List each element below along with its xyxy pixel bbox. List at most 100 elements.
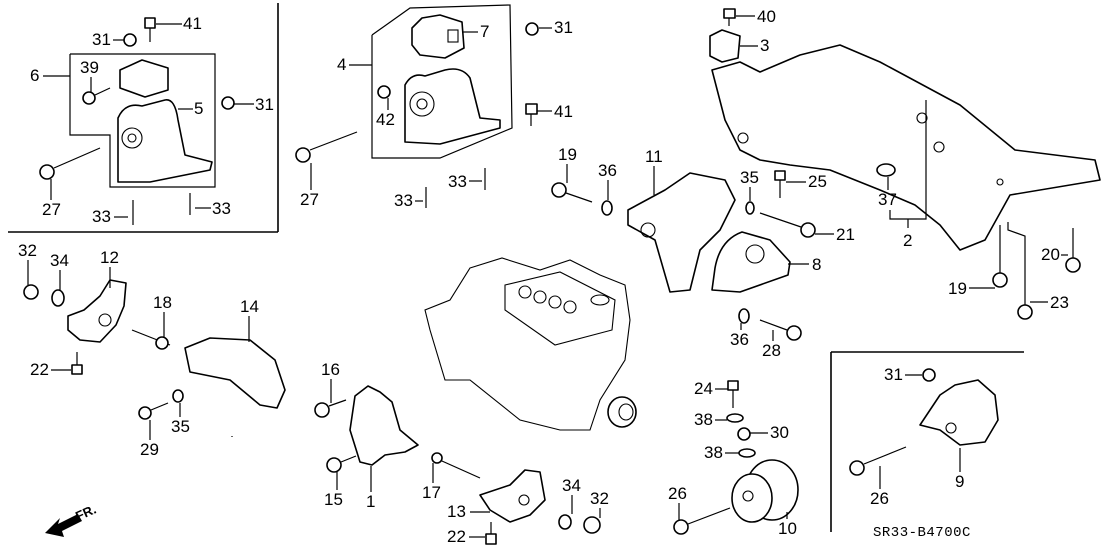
callout-13[interactable]: 13: [447, 502, 466, 521]
callout-22[interactable]: 22: [30, 360, 49, 379]
callout-35[interactable]: 35: [740, 168, 759, 187]
callout-27[interactable]: 27: [300, 190, 319, 209]
callout-23[interactable]: 23: [1050, 293, 1069, 312]
part-11-bracket[interactable]: [627, 172, 736, 293]
part-2-subframe[interactable]: [711, 44, 1101, 251]
washer-icon: [726, 413, 744, 423]
part-8-mount[interactable]: [711, 231, 791, 293]
callout-31[interactable]: 31: [255, 95, 274, 114]
bolt-icon: [800, 222, 816, 238]
callout-14[interactable]: 14: [240, 297, 259, 316]
callout-31[interactable]: 31: [884, 365, 903, 384]
callout-30[interactable]: 30: [770, 423, 789, 442]
callout-29[interactable]: 29: [140, 440, 159, 459]
callout-27[interactable]: 27: [42, 200, 61, 219]
callout-5[interactable]: 5: [194, 99, 203, 118]
callout-25[interactable]: 25: [808, 172, 827, 191]
part-12-bracket[interactable]: [67, 279, 127, 343]
bolt-icon: [786, 325, 802, 341]
callout-24[interactable]: 24: [694, 379, 713, 398]
inset-frame-bottom-right: [830, 351, 1024, 532]
callout-15[interactable]: 15: [324, 490, 343, 509]
callout-18[interactable]: 18: [153, 293, 172, 312]
callout-7[interactable]: 7: [480, 22, 489, 41]
callout-4[interactable]: 4: [337, 55, 346, 74]
callout-10[interactable]: 10: [778, 519, 797, 538]
callout-38[interactable]: 38: [704, 443, 723, 462]
callout-36[interactable]: 36: [598, 161, 617, 180]
callout-42[interactable]: 42: [376, 110, 395, 129]
callout-26[interactable]: 26: [668, 484, 687, 503]
bolt-icon: [1065, 257, 1081, 273]
diagram-code: SR33-B4700C: [873, 525, 971, 541]
part-10-mount[interactable]: [731, 459, 799, 523]
part-5-mount[interactable]: [117, 99, 213, 183]
callout-35[interactable]: 35: [171, 417, 190, 436]
bolt-icon: [138, 406, 152, 420]
callout-19[interactable]: 19: [558, 145, 577, 164]
fasteners: [23, 8, 1081, 545]
callout-40[interactable]: 40: [757, 7, 776, 26]
callout-37[interactable]: 37: [878, 190, 897, 209]
callout-31[interactable]: 31: [92, 30, 111, 49]
bolt-icon: [431, 452, 443, 464]
bolt-icon: [525, 103, 538, 115]
callout-34[interactable]: 34: [50, 251, 69, 270]
part-1-bracket[interactable]: [349, 385, 419, 466]
nut-icon: [922, 368, 936, 382]
washer-icon: [745, 201, 755, 215]
callout-19[interactable]: 19: [948, 279, 967, 298]
callout-33[interactable]: 33: [448, 172, 467, 191]
callout-11[interactable]: 11: [645, 147, 663, 166]
part-4-mount[interactable]: [404, 68, 501, 145]
callout-9[interactable]: 9: [955, 472, 964, 491]
bolt-icon: [71, 364, 83, 375]
nut-icon: [737, 427, 751, 441]
callout-20[interactable]: 20: [1041, 245, 1060, 264]
washer-icon: [558, 514, 572, 530]
callout-28[interactable]: 28: [762, 341, 781, 360]
callout-21[interactable]: 21: [836, 225, 855, 244]
callout-12[interactable]: 12: [100, 248, 119, 267]
cap-nut-icon: [23, 284, 39, 300]
bolt-icon: [727, 380, 739, 391]
callout-38[interactable]: 38: [694, 410, 713, 429]
callout-31[interactable]: 31: [554, 18, 573, 37]
part-14-bracket[interactable]: [184, 337, 286, 409]
part-7-mount-rubber[interactable]: [411, 14, 465, 59]
bolt-icon: [82, 91, 96, 105]
bolt-icon: [295, 147, 311, 163]
callout-34[interactable]: 34: [562, 476, 581, 495]
callout-33[interactable]: 33: [212, 199, 231, 218]
bolt-icon: [723, 8, 736, 19]
callout-3[interactable]: 3: [760, 36, 769, 55]
callout-26[interactable]: 26: [870, 489, 889, 508]
part-3-stopper[interactable]: [709, 29, 741, 63]
engine-illustration: [424, 257, 637, 431]
grommet-icon: [876, 163, 896, 177]
callout-32[interactable]: 32: [18, 241, 37, 260]
callout-41[interactable]: 41: [554, 102, 573, 121]
callout-41[interactable]: 41: [183, 14, 202, 33]
callout-6[interactable]: 6: [30, 66, 39, 85]
callout-8[interactable]: 8: [812, 255, 821, 274]
callout-39[interactable]: 39: [80, 58, 99, 77]
callout-33[interactable]: 33: [394, 191, 413, 210]
callout-36[interactable]: 36: [730, 330, 749, 349]
callout-22[interactable]: 22: [447, 527, 466, 546]
washer-icon: [738, 448, 756, 458]
washer-icon: [601, 200, 613, 216]
assembly-bracket-6: [69, 53, 216, 188]
part-13-bracket[interactable]: [479, 469, 546, 523]
callout-17[interactable]: 17: [422, 483, 441, 502]
callout-2[interactable]: 2: [903, 231, 912, 250]
callout-16[interactable]: 16: [321, 360, 340, 379]
bolt-icon: [485, 533, 497, 545]
callout-33[interactable]: 33: [92, 207, 111, 226]
part-9-mount[interactable]: [919, 379, 999, 446]
nut-icon: [525, 22, 539, 36]
callout-32[interactable]: 32: [590, 489, 609, 508]
callout-1[interactable]: 1: [366, 492, 375, 511]
front-direction-label: FR.: [73, 502, 98, 524]
